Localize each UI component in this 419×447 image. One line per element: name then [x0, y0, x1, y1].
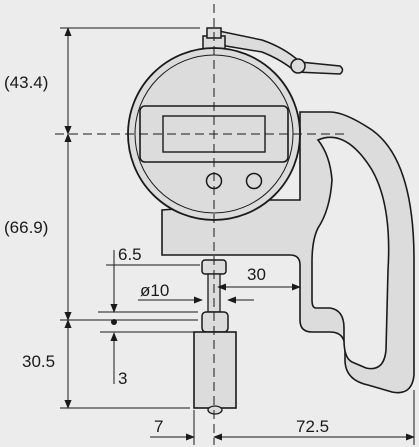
dim-anvil-diameter: ø10: [140, 281, 169, 300]
button-right-icon: [245, 172, 263, 190]
dim-top-height: (43.4): [4, 73, 48, 92]
dim-base-height: 30.5: [22, 352, 55, 371]
anvil-top: [201, 311, 229, 333]
anvil-center-dot: [111, 319, 117, 325]
dim-throat-offset: 30: [247, 265, 266, 284]
base-block: [193, 331, 237, 409]
base-foot: [207, 405, 223, 415]
dim-anvil-gap: 3: [118, 369, 127, 388]
dim-tip-length: 6.5: [118, 245, 142, 264]
center-lines: [55, 4, 345, 445]
dim-mid-height: (66.9): [4, 218, 48, 237]
lifting-lever: [213, 29, 344, 75]
dim-left-offset: 7: [154, 417, 163, 436]
gauge-frame: [161, 111, 415, 394]
dim-total-depth: 72.5: [296, 417, 329, 436]
dimension-arrows: [64, 27, 415, 441]
lever-pivot: [290, 58, 306, 74]
